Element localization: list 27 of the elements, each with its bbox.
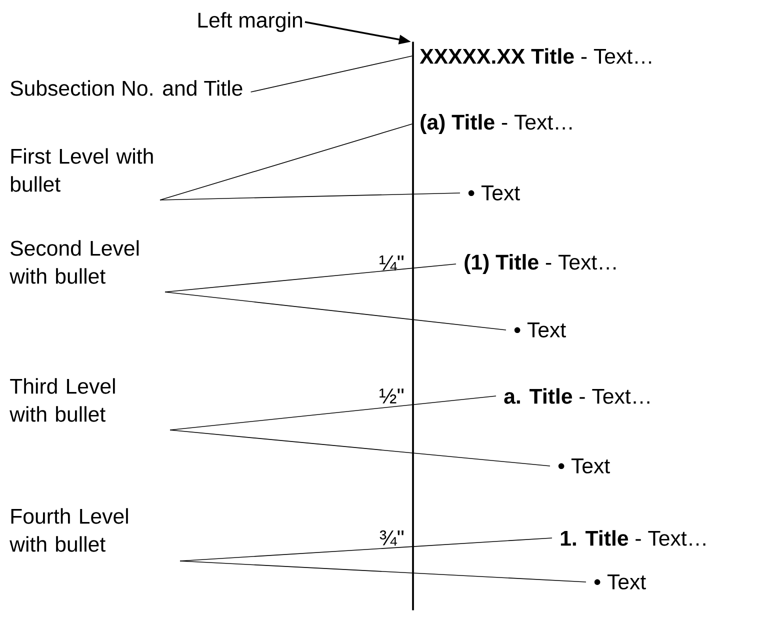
- leader-line: [160, 192, 460, 200]
- heading-text: a. Title - Text…: [504, 388, 650, 404]
- bullet-text: • Text: [594, 574, 646, 590]
- annotation-text: Third Level with bullet: [10, 378, 115, 422]
- leader-line: [164, 292, 506, 330]
- annotation-text: First Level with bullet: [10, 148, 153, 192]
- heading-text: (1) Title - Text…: [464, 254, 616, 274]
- annotation-text: Second Level with bullet: [10, 240, 139, 284]
- margin-line: [412, 42, 414, 610]
- indent-label: ¾": [380, 530, 404, 546]
- annotation-text: Fourth Level with bullet: [10, 508, 128, 552]
- indent-label: ½": [380, 388, 404, 404]
- heading-text: (a) Title - Text…: [420, 114, 572, 134]
- leader-line: [170, 396, 496, 430]
- annotation-text: Subsection No. and Title: [10, 80, 242, 96]
- leader-line: [164, 264, 456, 292]
- annotation-text: Left margin: [198, 12, 302, 32]
- leader-line: [180, 560, 586, 582]
- leader-line: [160, 124, 412, 200]
- leader-line: [170, 430, 550, 466]
- bullet-text: • Text: [514, 322, 566, 338]
- bullet-text: • Text: [558, 458, 610, 474]
- bullet-text: • Text: [468, 186, 520, 200]
- indent-label: ¼": [380, 255, 404, 271]
- heading-text: XXXXX.XX Title - Text…: [420, 48, 652, 64]
- heading-text: 1. Title - Text…: [560, 530, 706, 546]
- leader-line: [250, 56, 412, 92]
